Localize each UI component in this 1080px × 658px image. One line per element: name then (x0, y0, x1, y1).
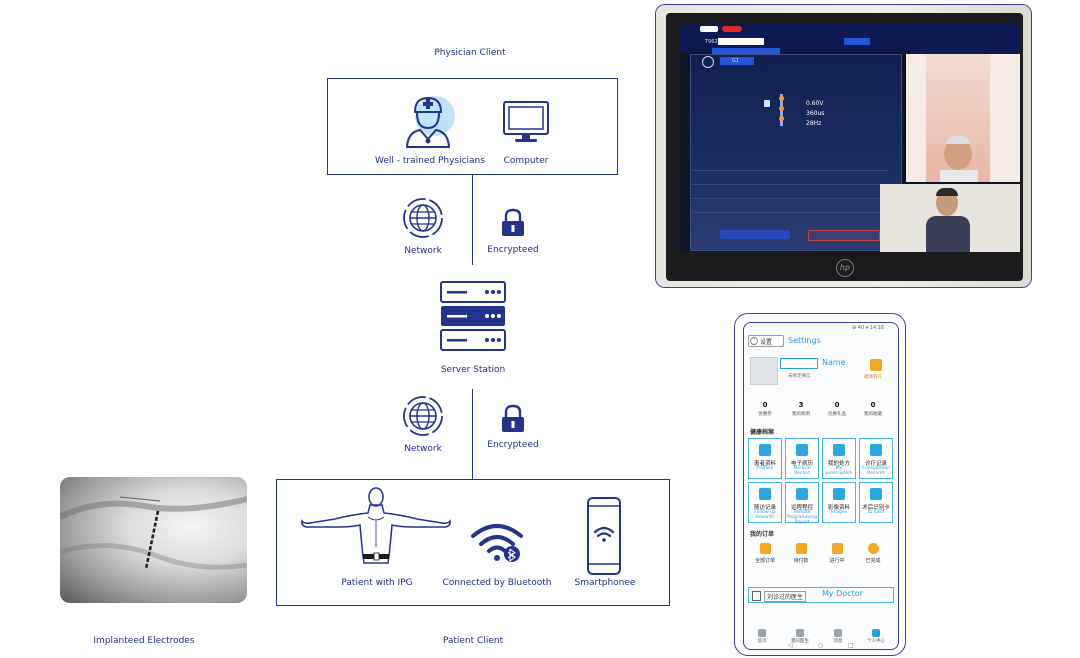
screen-blue-button (844, 38, 870, 45)
bluetooth-label: Connected by Bluetooth (442, 578, 552, 588)
settings-cn-label[interactable]: 设置 (760, 339, 773, 346)
patient-ipg-label: Patient with IPG (341, 578, 413, 588)
network-label-top: Network (404, 246, 442, 256)
invite-label: 邀请有礼 (864, 375, 882, 380)
encrypted-label-top: Encrypteed (487, 245, 539, 255)
param-pulse: 360us (806, 110, 825, 117)
nav-profile[interactable]: 个人中心 (862, 629, 890, 644)
server-station-label: Server Station (440, 365, 506, 375)
smartphone-label: Smartphonee (574, 578, 636, 588)
computer-icon (503, 101, 549, 142)
lock-icon (502, 208, 524, 236)
computer-label: Computer (503, 156, 549, 166)
patient-figure-icon (301, 487, 451, 564)
network-globe-icon (403, 198, 443, 238)
server-icon (440, 281, 506, 351)
smartphone-icon (587, 497, 621, 575)
network-label-bottom: Network (404, 444, 442, 454)
order-pending-payment[interactable]: 待付款 (786, 543, 816, 564)
patient-client-label: Patient Client (442, 636, 504, 646)
connector-line-bottom (472, 389, 474, 479)
video-feed-patient (880, 184, 1020, 252)
gear-icon[interactable] (750, 337, 758, 345)
screen-blue-button (712, 48, 780, 55)
doctor-icon-small (752, 591, 761, 601)
avatar[interactable] (750, 357, 778, 385)
gift-icon[interactable] (870, 359, 882, 371)
doctor-icon (405, 96, 455, 148)
settings-en-label: Settings (788, 336, 821, 345)
status-bar-right: ⊕ 40 ▾ 14:16 (852, 325, 885, 331)
tab-g1-label: G1 (732, 58, 740, 64)
physicians-label: Well - trained Physicians (375, 156, 485, 166)
health-records-title: 健康档案 (750, 429, 775, 436)
home-icon[interactable]: ○ (818, 642, 824, 649)
implanted-electrodes-label: Implanteed Electrodes (93, 636, 195, 646)
order-in-progress[interactable]: 进行中 (822, 543, 852, 564)
video-feed-doctor (906, 54, 1020, 182)
back-icon[interactable]: ◁ (788, 642, 793, 649)
physician-client-label: Physician Client (434, 48, 506, 58)
bluetooth-wifi-icon (471, 524, 523, 562)
device-id: T962 (705, 39, 718, 45)
my-doctor-en: My Doctor (822, 589, 863, 598)
laptop-photo: T962 G1 0.60V 360us 28Hz (655, 4, 1032, 288)
hp-logo: hp (836, 259, 854, 277)
connector-line-top (472, 175, 474, 265)
param-frequency: 28Hz (806, 120, 822, 127)
patient-client-box (276, 479, 670, 606)
name-label: Name (822, 358, 846, 367)
nav-messages[interactable]: 消息 (824, 629, 852, 644)
my-doctor-cn: 刘诊过的医生 (764, 591, 807, 602)
wechat-binding[interactable]: 未绑定微信 (788, 374, 811, 379)
laptop-body: T962 G1 0.60V 360us 28Hz (666, 13, 1023, 281)
nav-my-doctor[interactable]: 我的医生 (786, 629, 814, 644)
encrypted-label-bottom: Encrypteed (487, 440, 539, 450)
recent-apps-icon[interactable]: □ (848, 642, 854, 649)
my-orders-title: 我的订单 (750, 531, 775, 538)
phone-screenshot: ⊕ 40 ▾ 14:16 设置 Settings Name 未绑定微信 邀请有礼… (734, 313, 906, 656)
programming-panel (690, 54, 902, 251)
lock-icon (502, 404, 524, 432)
laptop-screen: T962 G1 0.60V 360us 28Hz (680, 24, 1020, 252)
physician-client-box (327, 78, 618, 175)
my-doctor-row[interactable] (748, 587, 894, 603)
xray-image (60, 477, 247, 603)
order-completed[interactable]: 已完成 (858, 543, 888, 564)
param-voltage: 0.60V (806, 100, 824, 107)
order-all[interactable]: 全部订单 (750, 543, 780, 564)
network-globe-icon (403, 396, 443, 436)
tab-g1 (720, 57, 754, 65)
nav-home[interactable]: 首页 (748, 629, 776, 644)
